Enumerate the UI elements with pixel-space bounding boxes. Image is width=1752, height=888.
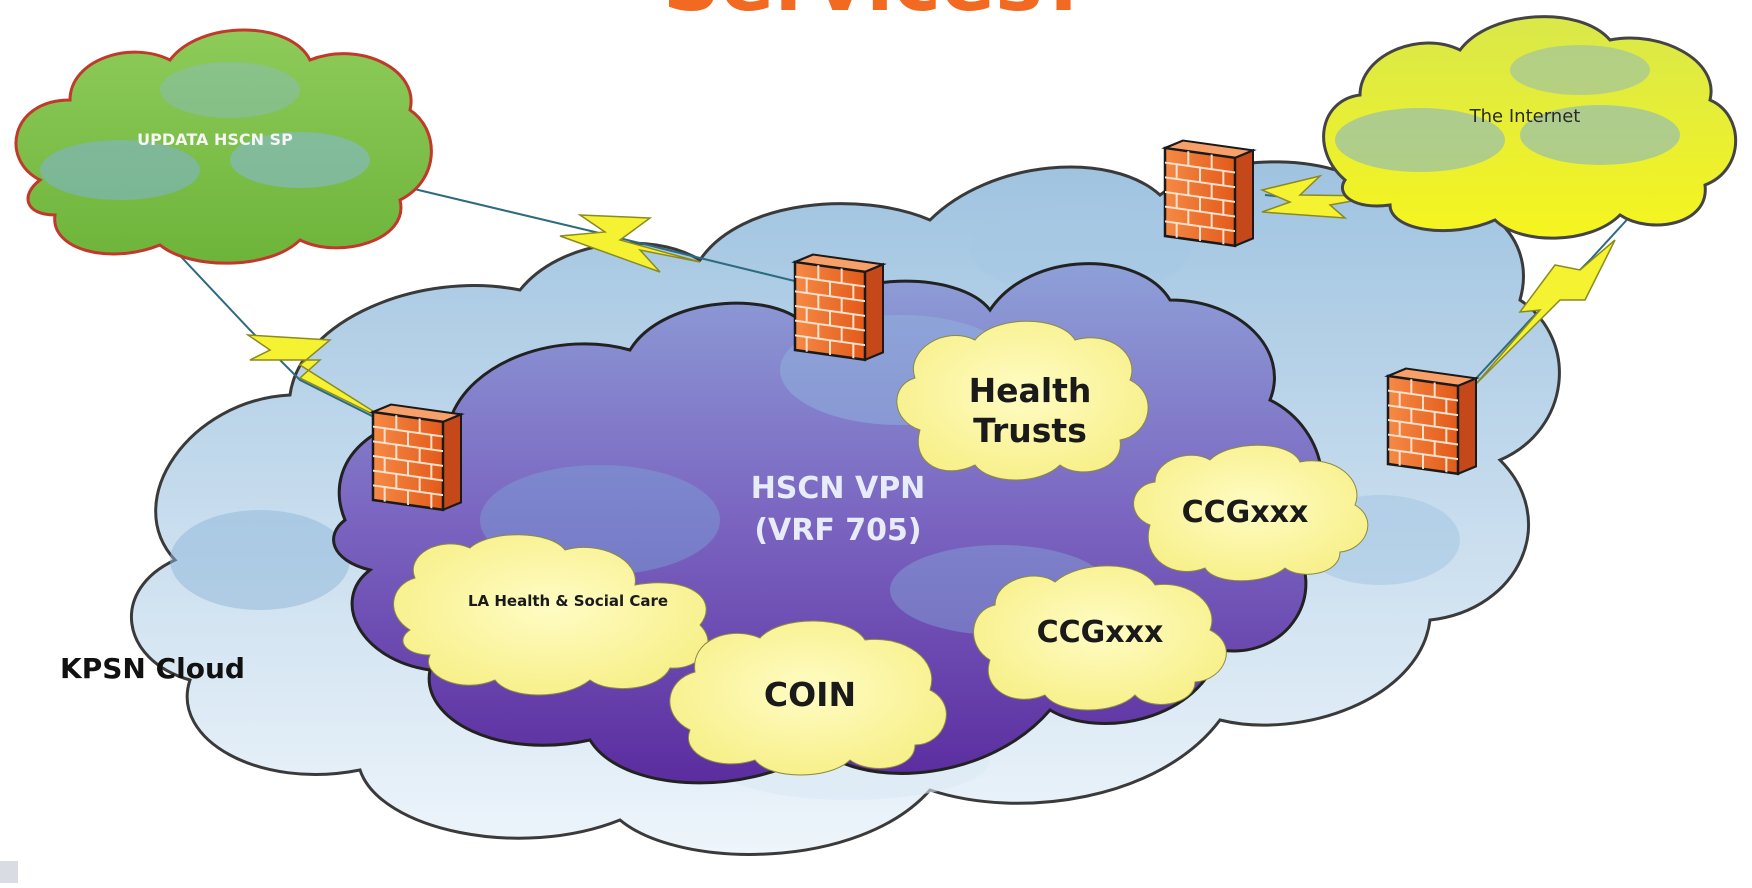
lightning-icon: [1474, 239, 1616, 386]
coin-label: COIN: [764, 675, 856, 714]
health-trusts-cloud: Health Trusts: [896, 320, 1149, 481]
link-updata-to-firewall-top: [409, 187, 841, 293]
links: [169, 174, 1646, 426]
internet-cloud: The Internet: [1322, 15, 1738, 240]
firewall-left-icon: [369, 403, 465, 512]
updata-cloud-label: UPDATA HSCN SP: [137, 130, 293, 149]
updata-cloud: UPDATA HSCN SP: [14, 28, 433, 265]
lightning-icon: [1259, 174, 1381, 219]
kpsn-cloud-label: KPSN Cloud: [60, 652, 245, 685]
slide-corner-tab: [0, 861, 18, 883]
ccg-lower-label: CCGxxx: [1037, 615, 1164, 650]
firewalls: [369, 139, 1480, 512]
lightning-icon: [245, 334, 396, 426]
firewall-top-center-icon: [791, 253, 887, 362]
la-health-label: LA Health & Social Care: [468, 592, 668, 610]
ccg-upper-cloud: CCGxxx: [1133, 444, 1369, 582]
page-title: Services?: [663, 0, 1090, 29]
hscn-vpn-label-line1: HSCN VPN: [751, 471, 926, 506]
ccg-upper-label: CCGxxx: [1182, 495, 1309, 530]
health-trusts-label-line2: Trusts: [973, 411, 1087, 450]
internet-cloud-label: The Internet: [1469, 106, 1581, 127]
coin-cloud: COIN: [669, 620, 947, 776]
lightning-icon: [559, 214, 701, 273]
firewall-right-icon: [1384, 367, 1480, 476]
health-trusts-label-line1: Health: [969, 371, 1092, 410]
la-health-cloud: LA Health & Social Care: [393, 534, 709, 696]
ccg-lower-cloud: CCGxxx: [973, 565, 1227, 711]
hscn-vpn-label-line2: (VRF 705): [754, 513, 921, 548]
firewall-top-right-icon: [1161, 139, 1257, 248]
